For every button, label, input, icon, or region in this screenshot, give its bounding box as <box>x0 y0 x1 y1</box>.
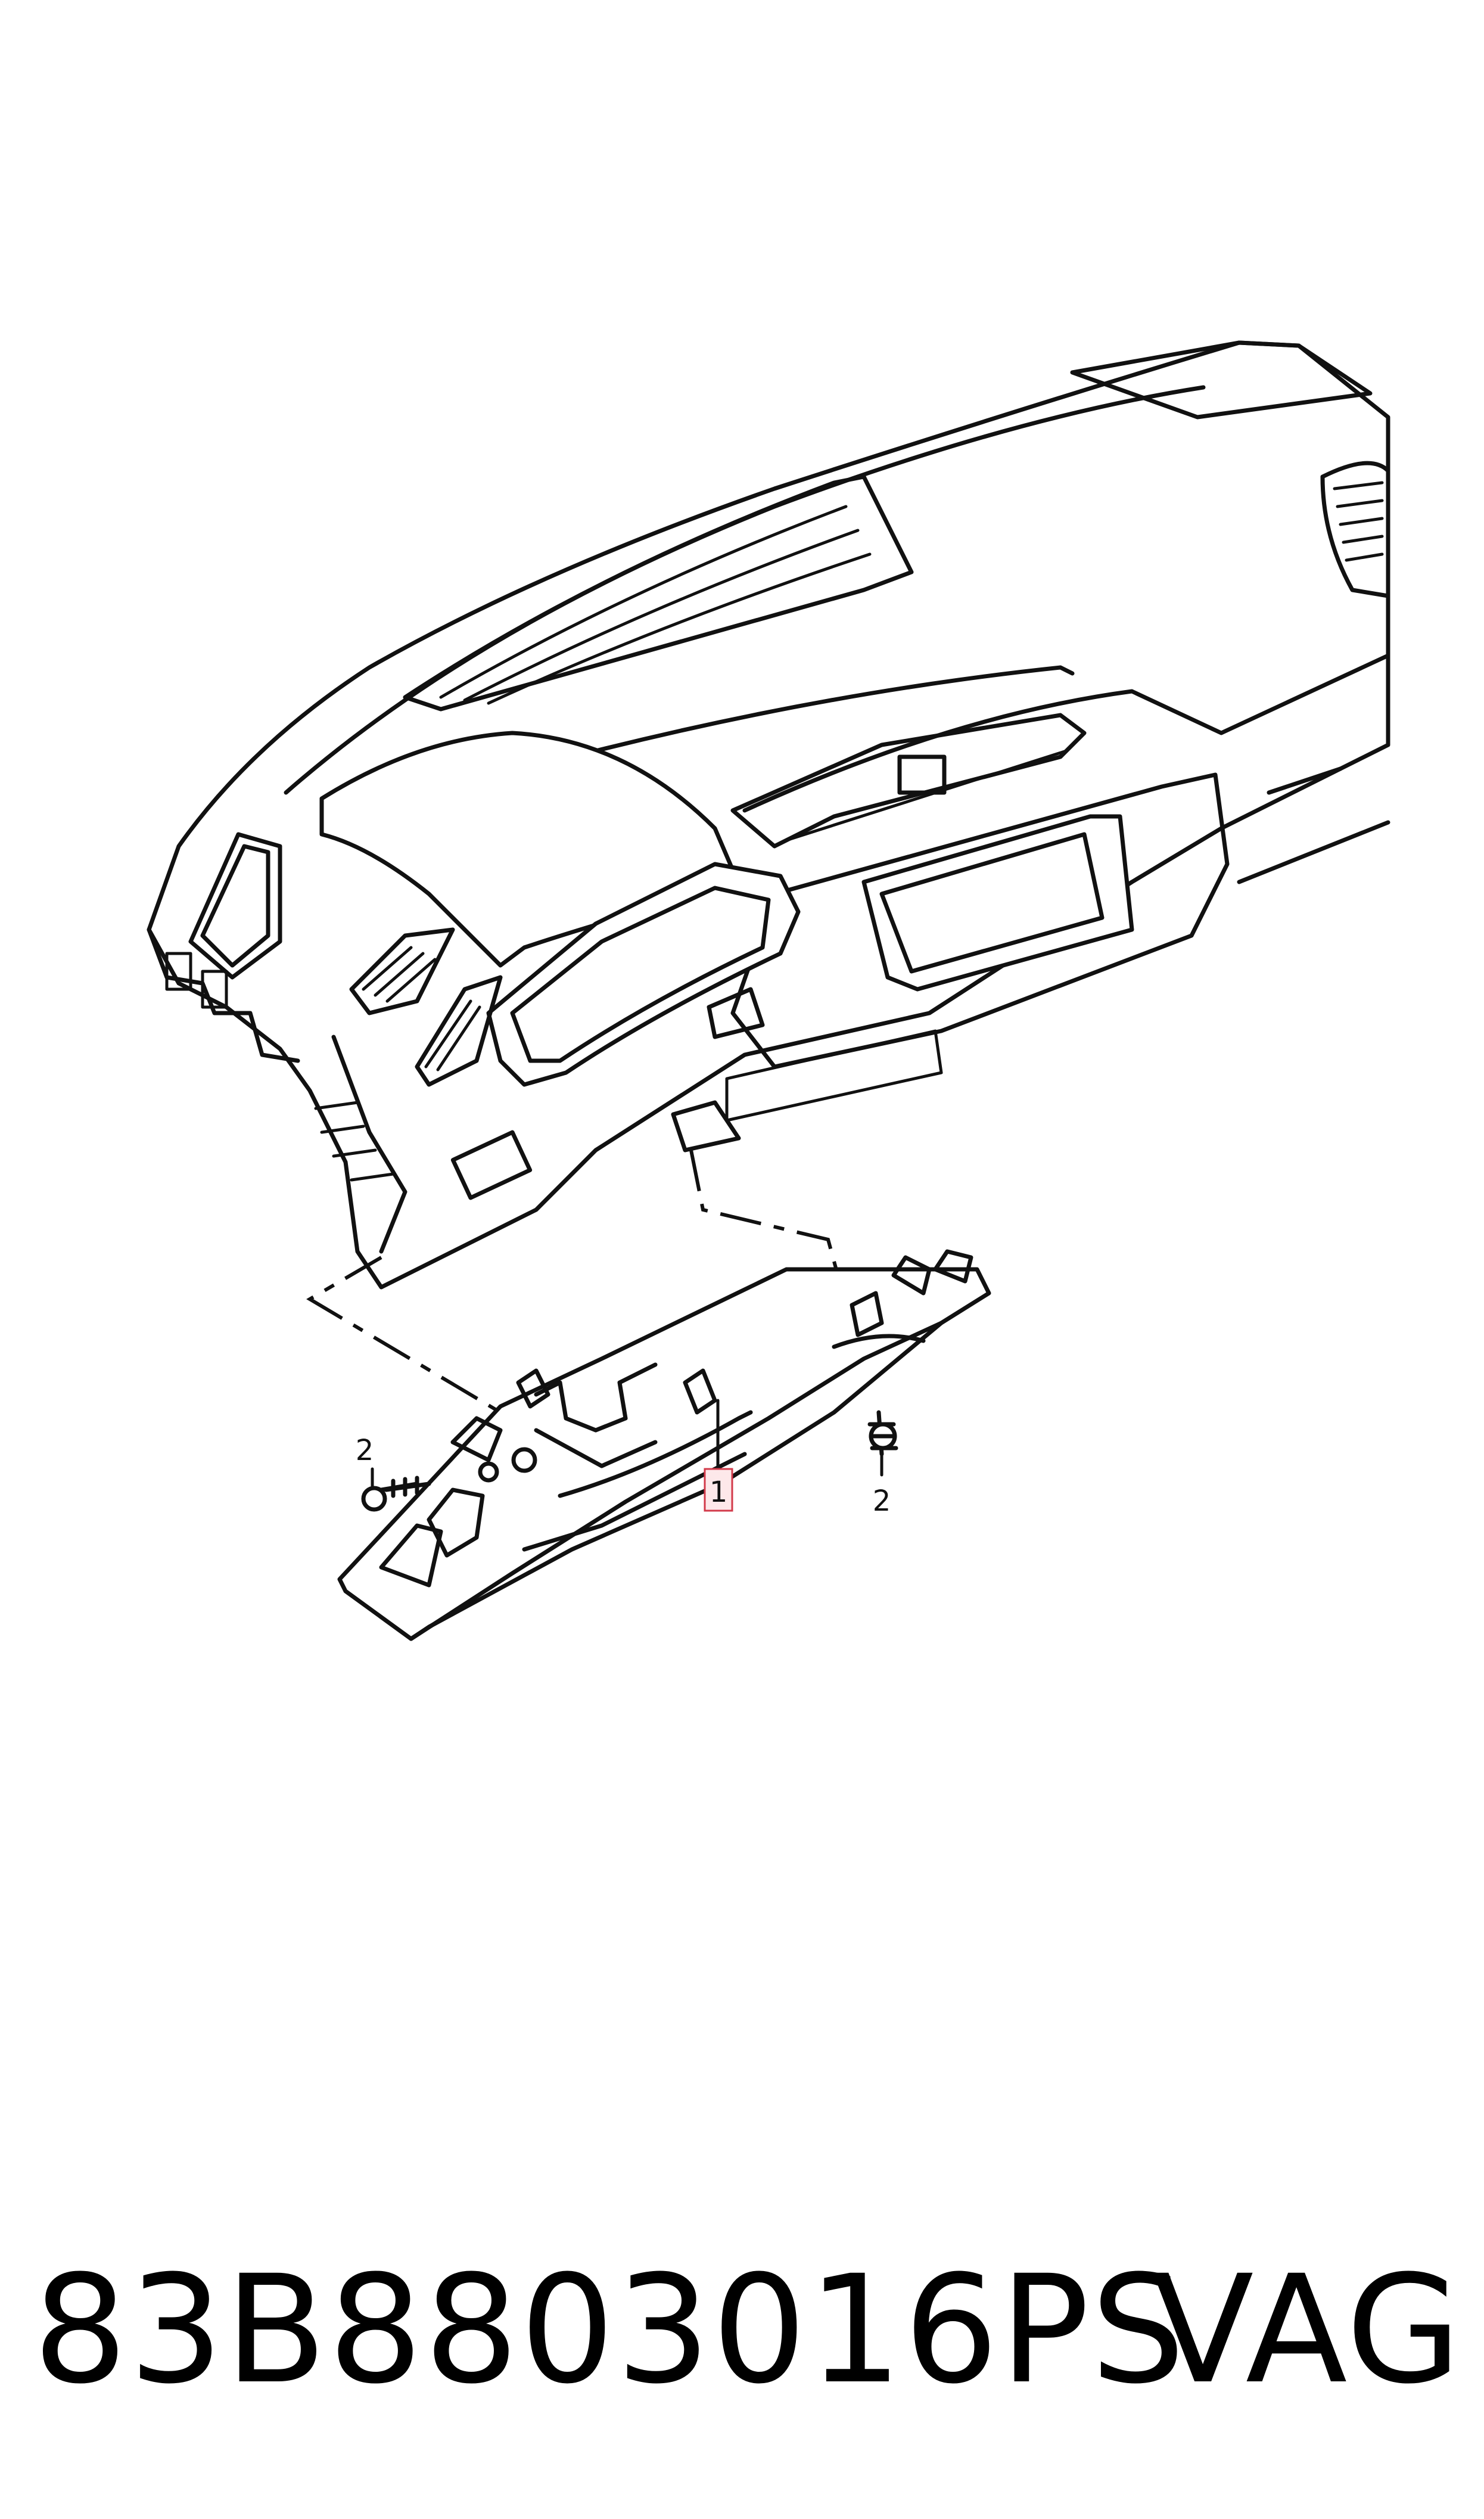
dashboard-assembly <box>147 340 1390 1290</box>
callout-1-label: 1 <box>710 1476 728 1509</box>
part-number: 83B8803016PS <box>33 2243 1187 2416</box>
callout-2-right-label: 2 <box>873 1484 891 1518</box>
screw-left <box>361 1476 431 1512</box>
callout-2-left-label: 2 <box>356 1434 374 1467</box>
assembly-lines <box>306 1150 848 1426</box>
callout-1-highlight <box>704 1468 733 1512</box>
brand-label: VAG <box>1152 2243 1463 2416</box>
screw-right <box>867 1410 898 1456</box>
lower-trim-panel <box>337 1249 991 1641</box>
callout-2-right: 2 <box>873 1452 891 1518</box>
footer: 83B8803016PS VAG <box>33 2241 1463 2419</box>
callout-1: 1 <box>704 1399 733 1512</box>
callout-2-left: 2 <box>356 1434 374 1489</box>
